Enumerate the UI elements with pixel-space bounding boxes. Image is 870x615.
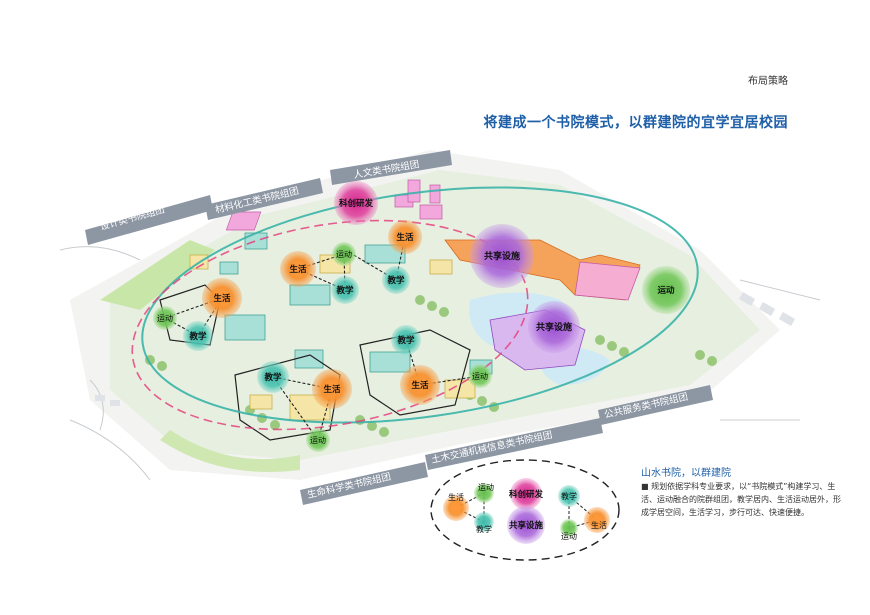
legend-life-label-right: 生活 (591, 520, 607, 530)
sport-bubble-east-label: 运动 (657, 285, 675, 296)
life-bubble-label: 生活 (411, 380, 429, 391)
legend-life-label: 生活 (448, 492, 464, 502)
campus-rings (131, 186, 699, 431)
cluster-west: 生活 教学 运动 (153, 278, 242, 351)
life-bubble-label: 生活 (213, 293, 231, 304)
life-bubble-label: 生活 (396, 232, 414, 243)
legend-title: 山水书院，以群建院 (641, 468, 731, 479)
sport-bubble-label: 运动 (310, 435, 326, 445)
shared-bubble-upper-label: 共享设施 (484, 250, 520, 262)
section-label: 布局策略 (748, 76, 788, 87)
legend-cluster-left: 生活 运动 教学 (443, 482, 494, 534)
legend-teaching-label-right: 教学 (561, 491, 577, 501)
page-title: 将建成一个书院模式，以群建院的宜学宜居校园 (483, 115, 788, 131)
cluster-middle: 生活 运动 教学 (280, 242, 359, 304)
sport-bubble-east: 运动 (642, 266, 690, 314)
cluster-southeast: 教学 生活 运动 (391, 325, 492, 405)
research-bubble: 科创研发 (334, 181, 378, 225)
research-bubble-label: 科创研发 (339, 198, 374, 209)
legend-center: 科创研发 共享设施 (507, 478, 545, 544)
shared-bubble-upper: 共享设施 (470, 224, 534, 288)
teaching-bubble-label: 教学 (386, 275, 405, 286)
legend-diagram: 生活 运动 教学 科创研发 共享设施 教学 生活 运动 (430, 459, 620, 561)
shared-bubble-lower: 共享设施 (528, 301, 580, 353)
shared-bubble-lower-label: 共享设施 (536, 321, 572, 333)
teaching-bubble-label: 教学 (335, 285, 354, 296)
teaching-bubble-label: 教学 (263, 372, 282, 383)
map-bubbles: 科创研发 共享设施 共享设施 运动 生活 教学 (153, 181, 690, 452)
legend-cluster-right: 教学 生活 运动 (558, 485, 610, 541)
sport-bubble-label: 运动 (472, 371, 488, 381)
sport-bubble-label: 运动 (157, 313, 173, 323)
cluster-southwest: 教学 生活 运动 (257, 361, 352, 452)
cluster-northeast: 生活 教学 (382, 220, 422, 294)
sport-bubble-label: 运动 (336, 249, 352, 259)
teaching-bubble-label: 教学 (188, 331, 207, 342)
teaching-bubble-label: 教学 (396, 335, 415, 346)
legend-shared-label: 共享设施 (509, 520, 544, 531)
life-bubble-label: 生活 (289, 264, 307, 275)
legend-research-label: 科创研发 (509, 489, 544, 500)
legend-description: ■ 规划依据学科专业要求，以“书院模式”构建学习、生活、运动融合的院群组团，教学… (641, 482, 841, 517)
legend-sport-label-right: 运动 (561, 531, 577, 541)
legend-teaching-label: 教学 (476, 524, 492, 534)
life-bubble-label: 生活 (323, 384, 341, 395)
legend-sport-label: 运动 (478, 482, 494, 492)
